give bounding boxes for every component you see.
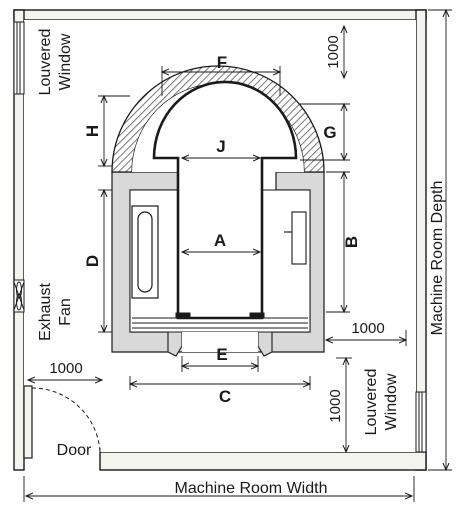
label-louvered-window-right-1: Louvered	[363, 369, 380, 436]
left-counterweight	[131, 205, 159, 299]
dim-label-g: G	[323, 123, 336, 142]
label-machine-room-depth: Machine Room Depth	[429, 181, 446, 336]
label-machine-room-width: Machine Room Width	[175, 480, 328, 497]
label-exhaust-fan-1: Exhaust	[37, 283, 54, 341]
label-door: Door	[57, 442, 92, 459]
label-louvered-window-left-1: Louvered	[37, 29, 54, 96]
outer-walls	[13, 9, 427, 471]
dim-label-h: H	[83, 125, 102, 137]
dim-label-b: B	[342, 236, 361, 248]
louvered-window-left	[13, 21, 25, 95]
dim-label-d: D	[83, 255, 102, 267]
exhaust-fan-icon	[13, 279, 25, 313]
top-wall	[13, 9, 427, 21]
dim-1000-top-right: 1000	[325, 35, 342, 68]
dim-label-c: C	[219, 387, 231, 406]
bottom-wall	[99, 451, 427, 471]
right-controller	[284, 211, 307, 265]
louvered-window-right	[415, 391, 427, 453]
dim-label-a: A	[214, 231, 226, 250]
dim-label-j: J	[216, 137, 225, 156]
door-swing	[31, 387, 101, 453]
label-exhaust-fan-2: Fan	[57, 298, 74, 326]
label-louvered-window-left-2: Window	[57, 33, 74, 90]
dim-1000-left-door: 1000	[49, 360, 82, 377]
dim-label-f: F	[217, 53, 227, 72]
dim-label-e: E	[216, 345, 227, 364]
dim-1000-right-lower: 1000	[327, 389, 344, 422]
dimension-lines	[23, 10, 452, 502]
car-arch	[152, 80, 298, 320]
dim-1000-right-middle: 1000	[351, 320, 384, 337]
car-sill	[132, 312, 308, 329]
label-louvered-window-right-2: Window	[383, 373, 400, 430]
door-jamb	[23, 385, 33, 459]
